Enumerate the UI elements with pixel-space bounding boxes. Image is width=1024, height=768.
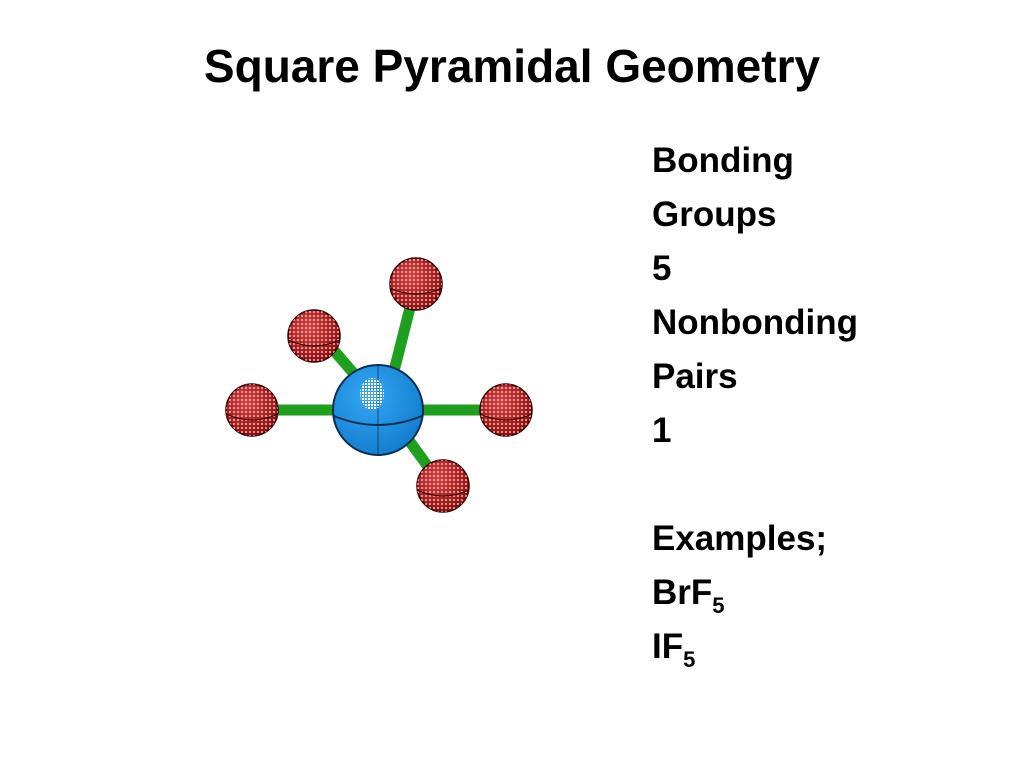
example-if5-base: IF [652, 627, 684, 666]
atom-left [225, 383, 279, 437]
outer-atoms [225, 257, 533, 513]
example-if5-subscript: 5 [683, 647, 696, 672]
example-if5: IF5 [652, 620, 992, 674]
nonbonding-label-2: Pairs [652, 357, 738, 396]
nonbonding-label-1: Nonbonding [652, 303, 859, 342]
example-brf5-base: BrF [652, 573, 713, 612]
atom-bottom [416, 459, 470, 513]
spacer [652, 458, 992, 512]
slide-title: Square Pyramidal Geometry [203, 40, 821, 92]
nonbonding-value: 1 [652, 411, 672, 450]
atom-top [389, 257, 443, 311]
examples-label: Examples; [652, 519, 828, 558]
geometry-info: Bonding Groups 5 Nonbonding Pairs 1 Exam… [652, 134, 992, 674]
bonding-label-2: Groups [652, 195, 777, 234]
central-atom [332, 364, 424, 456]
central-atom-highlight [360, 378, 384, 410]
molecule-model [225, 257, 533, 513]
bonding-label-1: Bonding [652, 141, 794, 180]
atom-top-left [287, 309, 341, 363]
atom-right [479, 383, 533, 437]
bonding-value: 5 [652, 249, 672, 288]
example-brf5: BrF5 [652, 566, 992, 620]
example-brf5-subscript: 5 [712, 593, 725, 618]
